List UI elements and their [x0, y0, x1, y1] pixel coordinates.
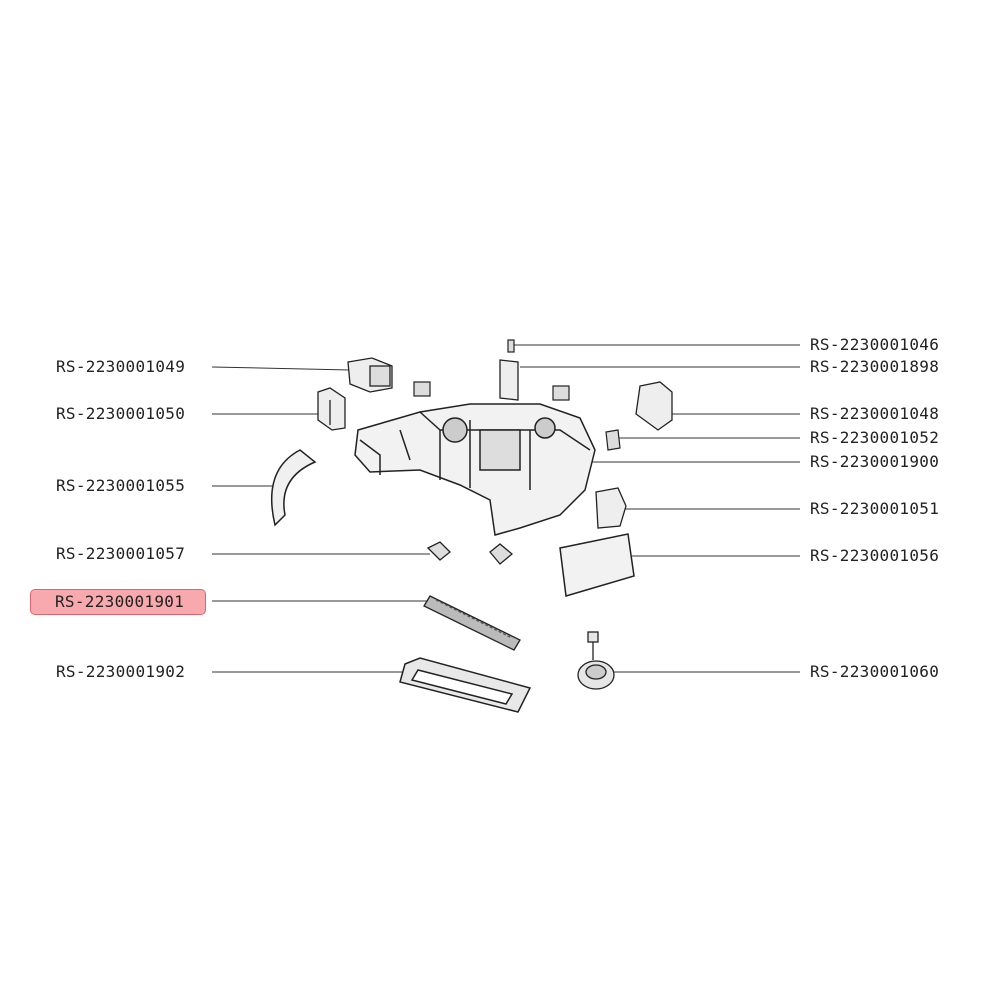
part-1052	[605, 429, 621, 451]
part-1046	[507, 339, 515, 353]
part-label-1049[interactable]: RS-2230001049	[56, 357, 186, 376]
part-1898	[499, 359, 519, 401]
part-1057	[426, 541, 451, 561]
part-1055	[271, 449, 317, 527]
part-label-1050[interactable]: RS-2230001050	[56, 404, 186, 423]
part-1050	[317, 387, 346, 431]
part-1057b	[489, 543, 514, 565]
part-label-1051[interactable]: RS-2230001051	[810, 499, 940, 518]
part-1056	[559, 533, 635, 597]
part-label-1046[interactable]: RS-2230001046	[810, 335, 940, 354]
part-label-1057[interactable]: RS-2230001057	[56, 544, 186, 563]
part-label-1901-highlighted[interactable]: RS-2230001901	[30, 589, 206, 615]
part-label-1052[interactable]: RS-2230001052	[810, 428, 940, 447]
part-label-1060[interactable]: RS-2230001060	[810, 662, 940, 681]
part-small-blocks	[413, 381, 570, 401]
part-1901-brush	[423, 595, 521, 651]
part-1049	[347, 357, 393, 393]
part-label-1902[interactable]: RS-2230001902	[56, 662, 186, 681]
part-label-1900[interactable]: RS-2230001900	[810, 452, 940, 471]
chassis-part	[354, 403, 596, 536]
part-label-1898[interactable]: RS-2230001898	[810, 357, 940, 376]
leader-line-1049	[211, 366, 351, 371]
part-label-1055[interactable]: RS-2230001055	[56, 476, 186, 495]
part-1060	[577, 631, 615, 690]
part-label-1056[interactable]: RS-2230001056	[810, 546, 940, 565]
part-1048	[635, 381, 673, 431]
part-1051	[595, 487, 627, 529]
part-1902-frame	[399, 657, 532, 713]
part-label-1048[interactable]: RS-2230001048	[810, 404, 940, 423]
